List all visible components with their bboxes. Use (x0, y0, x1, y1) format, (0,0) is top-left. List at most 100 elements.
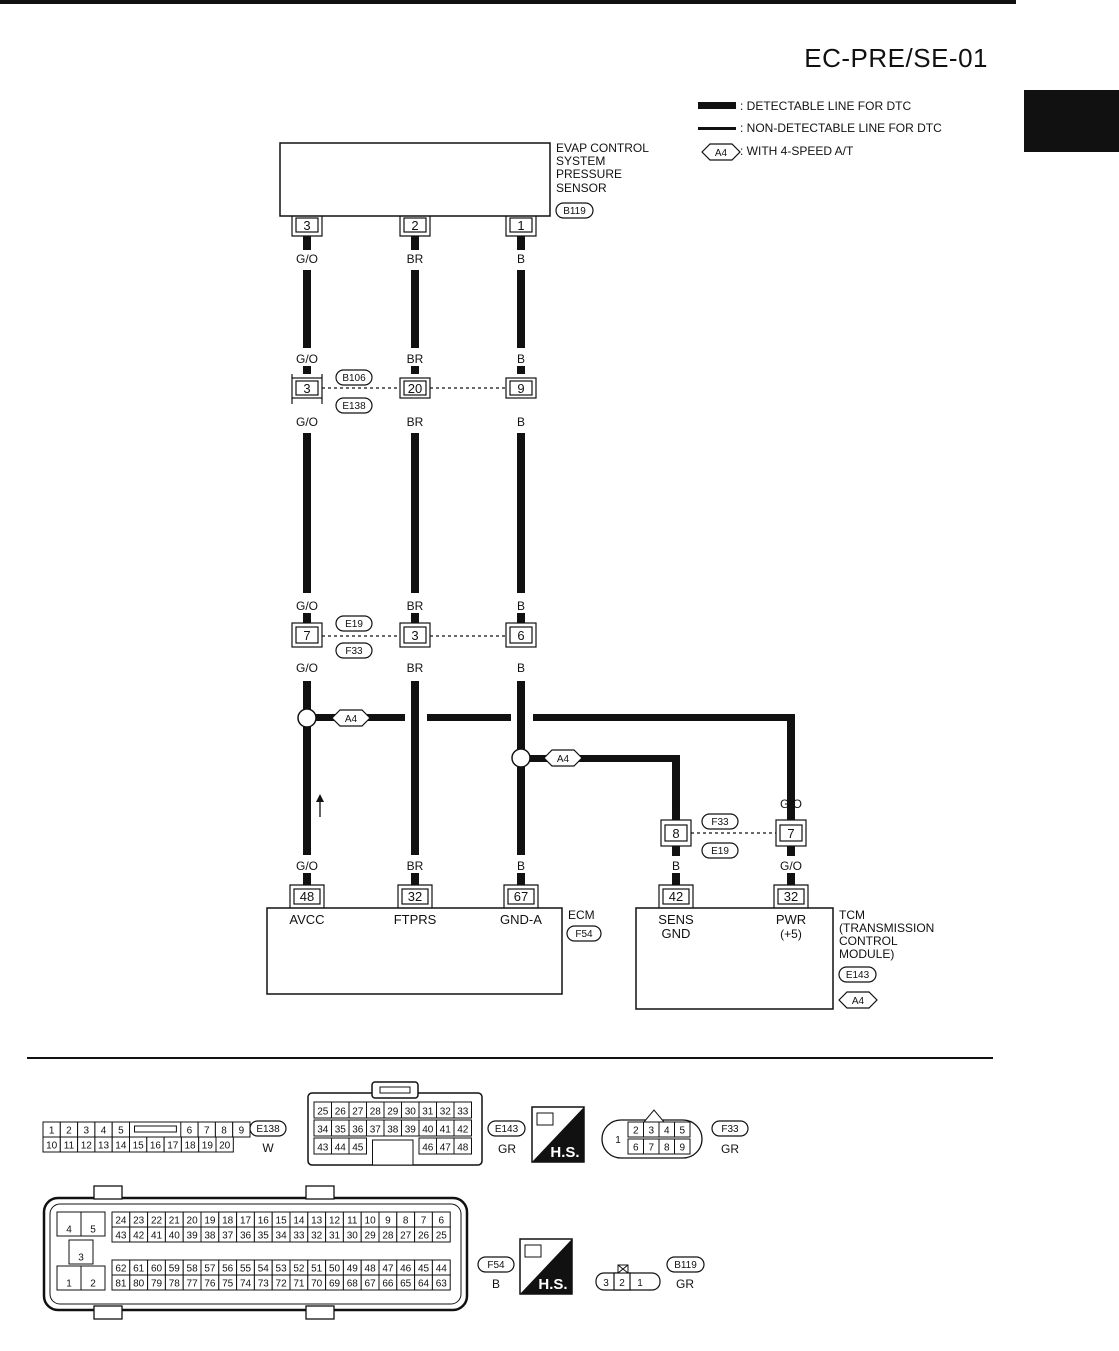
f54-cavity-33: 33 (293, 1231, 305, 1242)
f54-cavity-60: 60 (151, 1264, 163, 1275)
hs-badge-1: H.S. (531, 1106, 585, 1163)
joint2-pin-3: 3 (399, 622, 431, 648)
e143-cavity-45: 45 (352, 1143, 364, 1154)
b119-pin-3: 3 (603, 1278, 609, 1289)
f33-cavity-9: 9 (679, 1143, 685, 1154)
joint1-pin-20-label: 20 (408, 381, 422, 396)
wire-br-seg1 (411, 270, 419, 348)
f54-cavity-35: 35 (258, 1231, 270, 1242)
f54-cavity-65: 65 (400, 1279, 412, 1290)
joint3-pin-7: 7 (775, 819, 807, 847)
joint1-wire-above-go: G/O (296, 352, 318, 366)
f54-cavity-20: 20 (187, 1216, 199, 1227)
e138-id-oval (249, 1120, 287, 1137)
f54-cavity-76: 76 (204, 1279, 216, 1290)
joint1-connector-bottom: E138 (342, 401, 366, 412)
joint2-connector-top-oval (335, 615, 373, 632)
branch-go-horizontal-3 (533, 714, 794, 721)
e138-cavity-7: 7 (204, 1126, 210, 1137)
f54-cavity-59: 59 (169, 1264, 181, 1275)
f54-cavity-26: 26 (418, 1231, 430, 1242)
f54-cavity-31: 31 (329, 1231, 341, 1242)
e138-color: W (262, 1141, 274, 1155)
ecm-pin-67: 67 (503, 884, 539, 908)
f54-cavity-22: 22 (151, 1216, 163, 1227)
f54-cavity-68: 68 (347, 1279, 359, 1290)
sensor-pin-3-label: 3 (303, 218, 310, 233)
f54-cavity-74: 74 (240, 1279, 252, 1290)
splice-b (511, 748, 531, 768)
joint2-pin-7: 7 (291, 622, 323, 648)
f54-cavity-2: 2 (90, 1279, 96, 1290)
e138-cavity-6: 6 (187, 1126, 193, 1137)
branch-tag-upper-shape (331, 709, 371, 727)
f54-cavity-30: 30 (347, 1231, 359, 1242)
sensor-pin-3: 3 (291, 216, 323, 237)
f54-cavity-58: 58 (187, 1264, 199, 1275)
f54-cavity-42: 42 (133, 1231, 145, 1242)
e143-color: GR (498, 1142, 516, 1156)
f54-cavity-44: 44 (436, 1264, 448, 1275)
sensor-name-line-1: EVAP CONTROL (556, 141, 649, 155)
top-rule (0, 0, 1016, 4)
wire-go-seg2 (303, 433, 311, 593)
joint2-pin-3-label: 3 (411, 628, 418, 643)
joint3-pin-8-label: 8 (672, 826, 679, 841)
b119-color: GR (676, 1277, 694, 1291)
joint1-pin-9-label: 9 (517, 381, 524, 396)
sensor-box (279, 142, 551, 217)
joint3-wire-above-go: G/O (780, 797, 802, 811)
sensor-pin-2-label: 2 (411, 218, 418, 233)
f54-cavity-1: 1 (66, 1279, 72, 1290)
joint1-wire-above-b: B (517, 352, 525, 366)
f54-cavity-32: 32 (311, 1231, 323, 1242)
e143-cavity-30: 30 (405, 1107, 417, 1118)
f54-cavity-57: 57 (204, 1264, 216, 1275)
f54-cavity-62: 62 (115, 1264, 127, 1275)
sensor-pin-1: 1 (505, 216, 537, 237)
sensor-pin-1-label: 1 (517, 218, 524, 233)
wire-b-seg1 (517, 270, 525, 348)
f54-cavity-12: 12 (329, 1216, 341, 1227)
f54-cavity-17: 17 (240, 1216, 252, 1227)
e138-cavity-18: 18 (184, 1141, 196, 1152)
f54-cavity-38: 38 (204, 1231, 216, 1242)
f33-cavity-2: 2 (633, 1126, 639, 1137)
joint3-wire-above-b: B (672, 797, 680, 811)
sensor-wire-br: BR (407, 252, 424, 266)
e143-cavity-43: 43 (317, 1143, 329, 1154)
f54-cavity-25: 25 (436, 1231, 448, 1242)
f54-cavity-56: 56 (222, 1264, 234, 1275)
joint2-pin-6: 6 (505, 622, 537, 648)
e138-cavity-14: 14 (115, 1141, 127, 1152)
legend-a4-text: : WITH 4-SPEED A/T (740, 144, 854, 158)
b119-pin-1: 1 (637, 1278, 643, 1289)
sensor-connector-oval (555, 202, 594, 219)
f54-cavity-43: 43 (115, 1231, 127, 1242)
ecm-connector-oval (566, 925, 602, 942)
tcm-pin-42-label: 42 (669, 889, 683, 904)
joint1-wire-below-br: BR (407, 415, 424, 429)
joint1-pin-20: 20 (399, 377, 431, 399)
wire-br-seg3 (411, 681, 419, 855)
e138-cavity-11: 11 (64, 1141, 75, 1152)
ecm-wire-b: B (517, 859, 525, 873)
e143-cavity-25: 25 (317, 1107, 329, 1118)
f54-cavity-3: 3 (78, 1253, 84, 1264)
ecm-wire-go: G/O (296, 859, 318, 873)
e138-cavity-2: 2 (66, 1126, 72, 1137)
f54-cavity-15: 15 (276, 1216, 288, 1227)
e143-cavity-48: 48 (457, 1143, 469, 1154)
e143-cavity-26: 26 (335, 1107, 347, 1118)
f54-id-oval (477, 1256, 515, 1273)
tcm-name-line-1: TCM (839, 908, 865, 922)
joint3-pin-7-label: 7 (787, 826, 794, 841)
joint1-wire-above-br: BR (407, 352, 424, 366)
joint2-pin-7-label: 7 (303, 628, 310, 643)
ecm-pin-32: 32 (397, 884, 433, 908)
joint1-pin-3: 3 (291, 374, 323, 404)
page-tab (1024, 90, 1119, 152)
sensor-name-line-3: PRESSURE (556, 167, 622, 181)
